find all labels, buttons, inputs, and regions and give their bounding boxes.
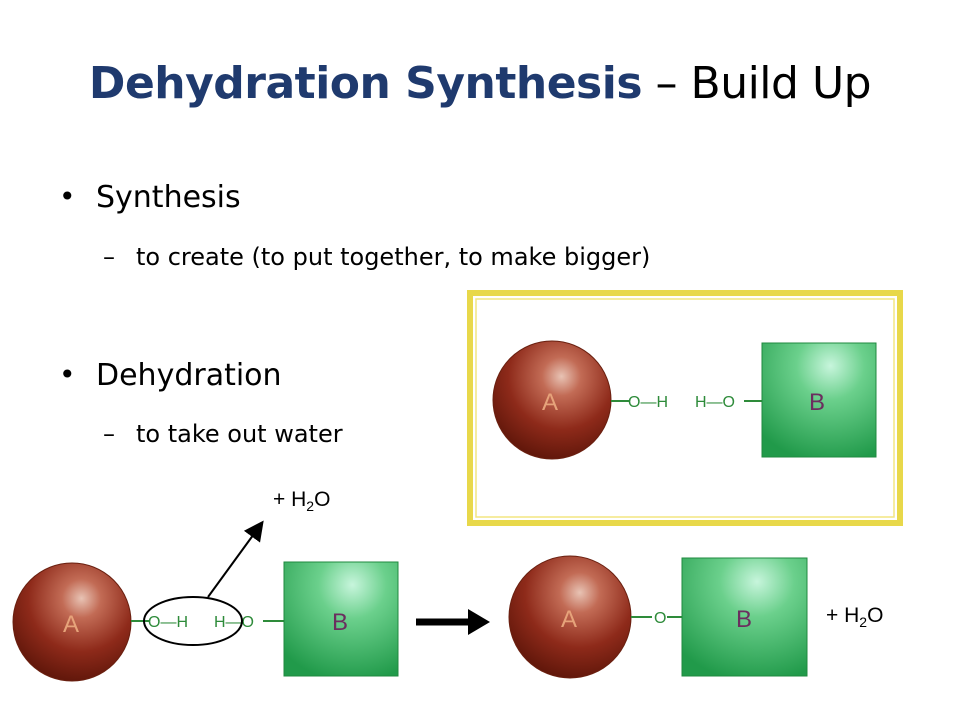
sub-dash: – — [103, 420, 115, 448]
water-suffix: O — [867, 604, 884, 627]
bullet-dot: • — [59, 358, 76, 391]
title-bold: Dehydration Synthesis — [88, 58, 643, 109]
sub-bullet-dehydration: – to take out water — [103, 420, 343, 448]
sub-text: to create (to put together, to make bigg… — [136, 243, 651, 271]
title-rest: – Build Up — [642, 58, 872, 109]
bullet-dot: • — [59, 180, 76, 213]
molecule-a-label: A — [542, 389, 558, 416]
water-subscript: 2 — [306, 498, 315, 515]
sub-dash: – — [103, 243, 115, 271]
molecule-a-label: A — [561, 606, 577, 633]
sub-text: to take out water — [136, 420, 343, 448]
water-label-top: + H2O — [273, 488, 330, 514]
water-removal-ellipse — [143, 596, 243, 646]
molecule-b-cube — [681, 557, 808, 677]
framed-molecules: A O—H H—O B — [467, 290, 903, 526]
oxygen-bridge: O — [654, 610, 666, 627]
bullet-dehydration: • Dehydration — [59, 358, 282, 393]
molecule-a-label: A — [63, 611, 79, 638]
yellow-frame — [467, 290, 903, 526]
bullet-term: Synthesis — [96, 180, 241, 215]
water-label-product: + H2O — [826, 604, 883, 630]
water-prefix: + H — [273, 488, 307, 511]
molecule-b-label: B — [332, 609, 348, 636]
hydroxyl-right: H—O — [214, 614, 254, 631]
water-suffix: O — [314, 488, 331, 511]
molecule-b-label: B — [809, 389, 825, 416]
molecule-b-label: B — [736, 606, 752, 633]
slide-title: Dehydration Synthesis – Build Up — [0, 58, 960, 109]
molecule-b-cube — [761, 342, 877, 458]
reaction-arrow-head — [468, 609, 490, 635]
hydroxyl-left: O—H — [628, 394, 668, 411]
bullet-term: Dehydration — [96, 358, 282, 393]
reactants: A O—H H—O B — [12, 520, 399, 682]
hydroxyl-left: O—H — [148, 614, 188, 631]
water-subscript: 2 — [859, 614, 868, 631]
hydroxyl-right: H—O — [695, 394, 735, 411]
reaction-arrow — [416, 609, 490, 635]
bullet-synthesis: • Synthesis — [59, 180, 241, 215]
sub-bullet-synthesis: – to create (to put together, to make bi… — [103, 243, 651, 271]
water-prefix: + H — [826, 604, 860, 627]
products: A O B — [508, 555, 808, 679]
pointer-arrow — [207, 520, 264, 598]
molecule-b-cube — [283, 561, 399, 677]
